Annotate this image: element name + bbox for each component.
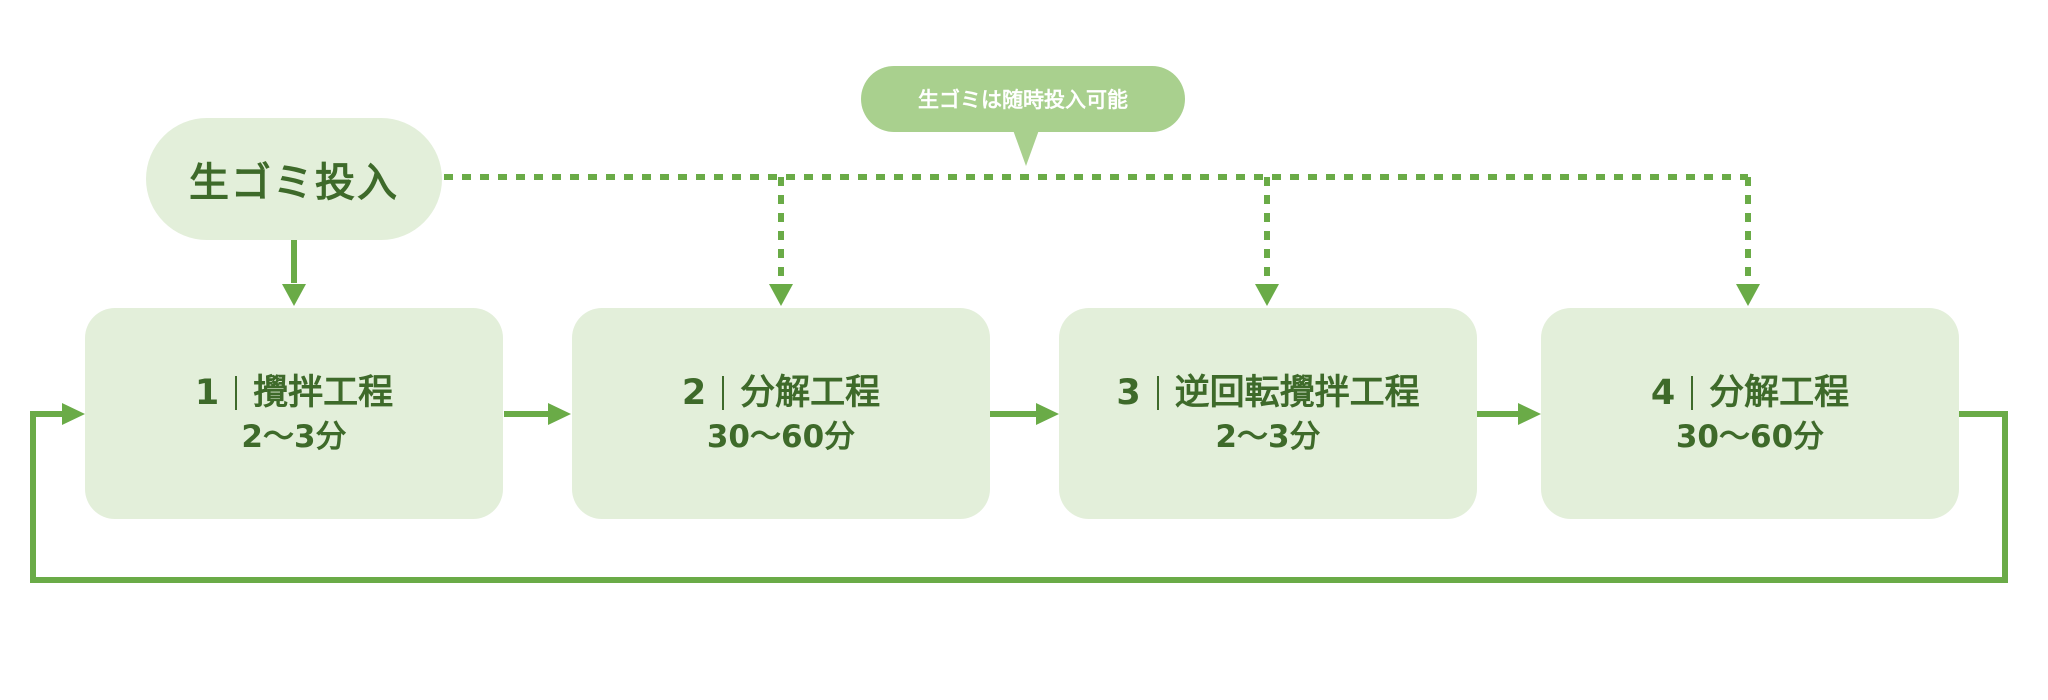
step-separator (1156, 375, 1159, 410)
step-separator (722, 375, 725, 410)
step-duration: 30〜60分 (1675, 418, 1825, 455)
step-name: 逆回転攪拌工程 (1174, 372, 1420, 413)
callout-label: 生ゴミは随時投入可能 (918, 88, 1128, 112)
step-separator (235, 375, 238, 410)
step-number: 1 (194, 372, 220, 413)
step-4: 4 分解工程 30〜60分 (1541, 308, 1959, 519)
step-number: 2 (681, 372, 707, 413)
step-duration: 2〜3分 (241, 418, 347, 455)
arrowhead-step-3-to-step-4 (1518, 403, 1541, 425)
step-name: 分解工程 (1709, 372, 1850, 413)
step-separator (1691, 375, 1694, 410)
step-duration: 2〜3分 (1215, 418, 1321, 455)
arrowhead-step-2-to-step-3 (1036, 403, 1059, 425)
step-3: 3 逆回転攪拌工程 2〜3分 (1059, 308, 1477, 519)
step-number: 3 (1116, 372, 1141, 413)
start-node: 生ゴミ投入 (146, 118, 442, 240)
start-node-label: 生ゴミ投入 (189, 160, 399, 206)
step-duration: 30〜60分 (706, 418, 856, 455)
arrowhead-start-to-step-1 (282, 284, 306, 306)
callout-tail (1013, 130, 1039, 166)
arrowhead-loop-to-step-1 (62, 403, 85, 425)
step-2: 2 分解工程 30〜60分 (572, 308, 990, 519)
arrowhead-feed-step-2 (769, 284, 793, 306)
step-number: 4 (1650, 372, 1676, 413)
arrowhead-feed-step-4 (1736, 284, 1760, 306)
callout-bubble: 生ゴミは随時投入可能 (861, 66, 1185, 132)
step-1: 1 攪拌工程 2〜3分 (85, 308, 503, 519)
arrowhead-feed-step-3 (1255, 284, 1279, 306)
step-name: 分解工程 (740, 372, 881, 413)
step-name: 攪拌工程 (253, 372, 394, 413)
arrowhead-step-1-to-step-2 (548, 403, 571, 425)
loop-back-line (30, 411, 2008, 583)
